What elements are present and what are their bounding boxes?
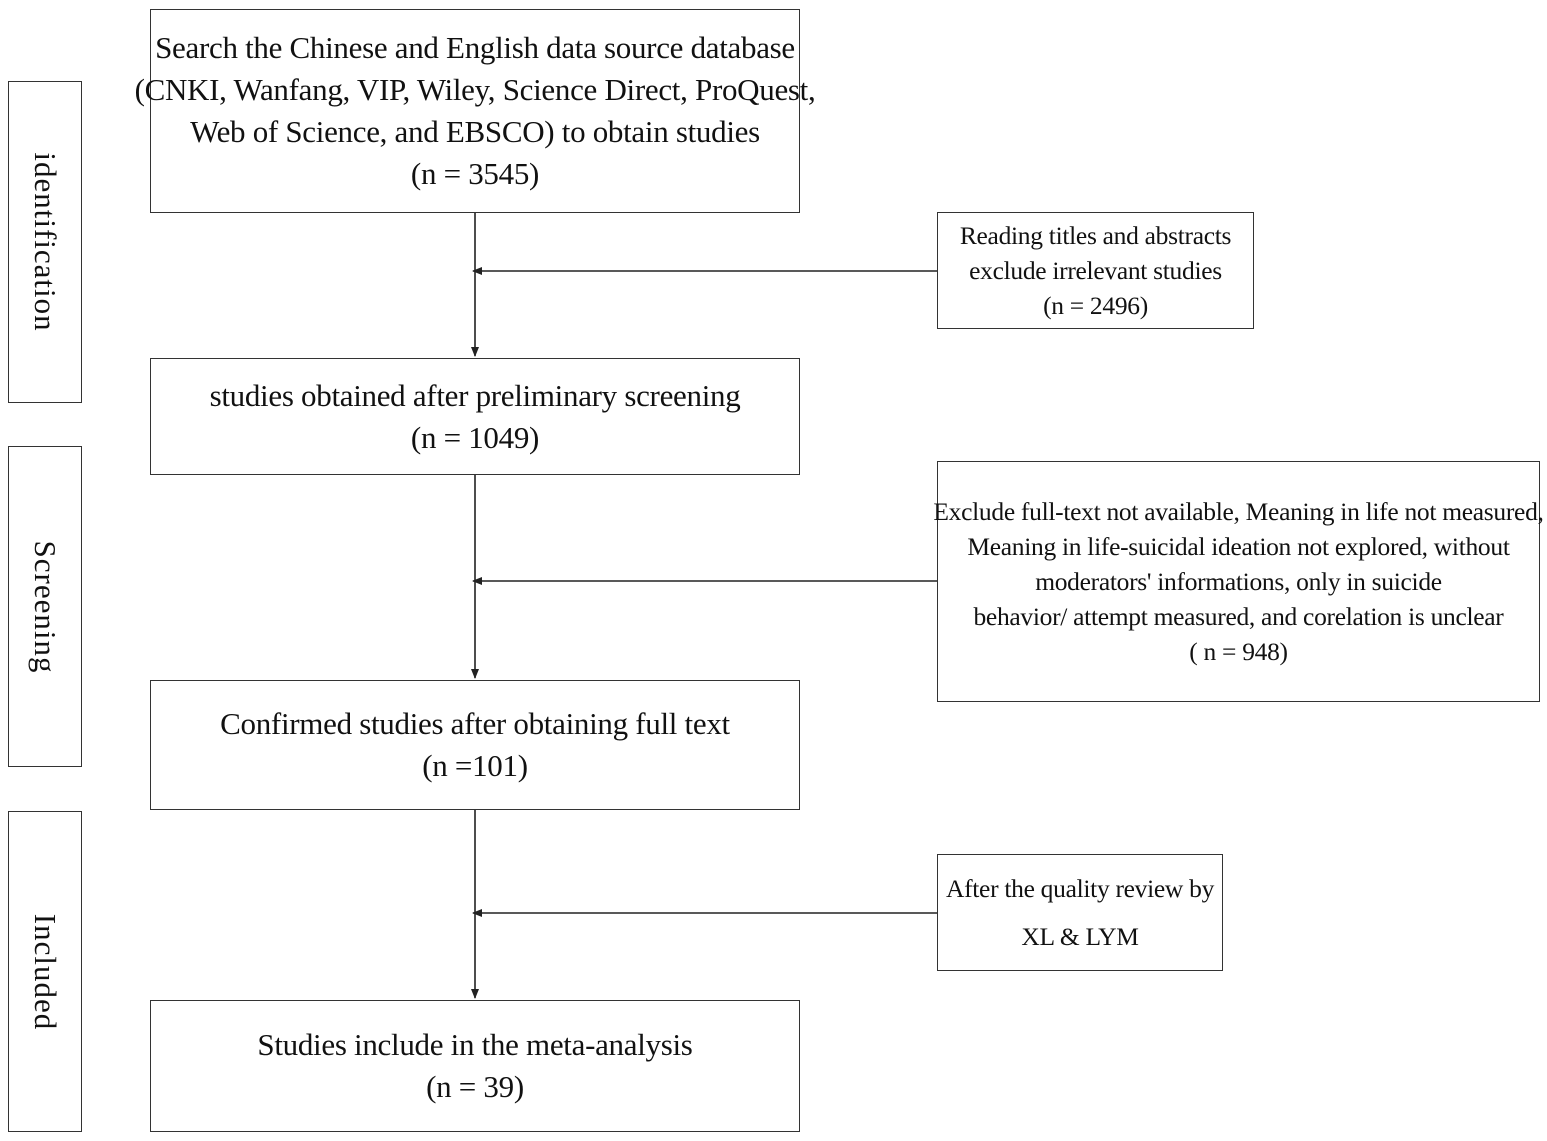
box-text-line: Studies include in the meta-analysis (257, 1027, 693, 1062)
stage-screening-label: Screening (28, 540, 63, 673)
stage-screening: Screening (8, 446, 82, 767)
box-included-studies: Studies include in the meta-analysis (n … (150, 1000, 800, 1132)
box-text-line: XL & LYM (1021, 921, 1139, 951)
box-text-line: Confirmed studies after obtaining full t… (220, 706, 730, 741)
box-text-line: Exclude full-text not available, Meaning… (933, 497, 1544, 526)
box-count: (n = 39) (426, 1069, 524, 1104)
box-count: (n = 3545) (410, 156, 540, 191)
box-count: (n =101) (422, 748, 528, 783)
box-text-line: Reading titles and abstracts (959, 221, 1232, 250)
box-preliminary-screening: studies obtained after preliminary scree… (150, 358, 800, 475)
box-count: (n = 1049) (410, 419, 540, 455)
box-exclusion-titles-abstracts: Reading titles and abstracts exclude irr… (937, 212, 1254, 329)
stage-included-label: Included (28, 913, 63, 1030)
box-quality-review: After the quality review by XL & LYM (937, 854, 1223, 971)
box-text-line: Web of Science, and EBSCO) to obtain stu… (190, 114, 760, 149)
stage-included: Included (8, 811, 82, 1132)
box-exclusion-full-text: Exclude full-text not available, Meaning… (933, 461, 1544, 702)
box-full-text-confirmed: Confirmed studies after obtaining full t… (150, 680, 800, 810)
box-text-line: moderators' informations, only in suicid… (1035, 567, 1442, 596)
box-text-line: (CNKI, Wanfang, VIP, Wiley, Science Dire… (134, 72, 816, 107)
box-text-line: studies obtained after preliminary scree… (209, 377, 741, 413)
box-count: (n = 2496) (1043, 291, 1148, 320)
box-count: ( n = 948) (1189, 637, 1288, 666)
box-text-line: Meaning in life-suicidal ideation not ex… (967, 532, 1510, 561)
stage-identification-label: identification (28, 152, 63, 332)
box-text-line: After the quality review by (945, 873, 1215, 903)
box-database-search: Search the Chinese and English data sour… (135, 9, 816, 213)
box-text-line: Search the Chinese and English data sour… (155, 30, 795, 65)
box-text-line: behavior/ attempt measured, and corelati… (973, 602, 1504, 631)
box-text-line: exclude irrelevant studies (969, 256, 1222, 285)
stage-identification: identification (8, 81, 82, 403)
